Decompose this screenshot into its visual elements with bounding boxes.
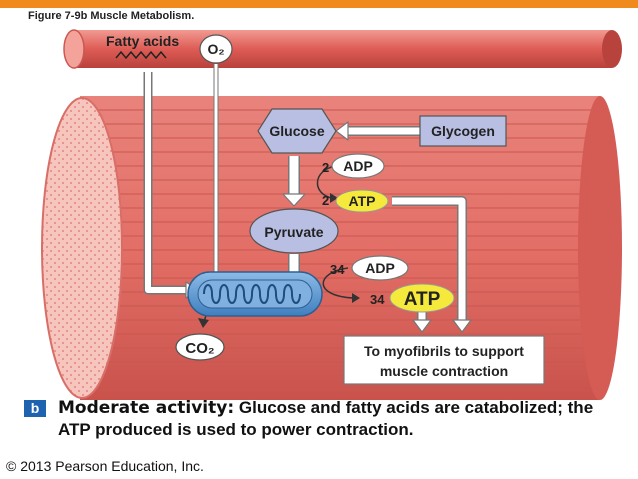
o2-label: O₂ (207, 41, 224, 57)
adp-large-label: ADP (365, 260, 395, 276)
caption-heading: Moderate activity: (58, 398, 235, 418)
atp-large-count: 34 (370, 292, 385, 307)
figure-title: Figure 7-9b Muscle Metabolism. (28, 10, 195, 22)
panel-badge: b (24, 400, 46, 417)
adp-small-count: 2 (322, 160, 329, 175)
atp-small-label: ATP (349, 193, 376, 209)
glucose-label: Glucose (269, 123, 324, 139)
accent-bar (0, 0, 638, 8)
atp-small-count: 2 (322, 193, 329, 208)
adp-small: ADP (331, 153, 385, 179)
fatty-acids-label: Fatty acids (106, 33, 179, 49)
co2-molecule: CO₂ (175, 333, 225, 361)
copyright-notice: © 2013 Pearson Education, Inc. (6, 458, 204, 474)
adp-large: ADP (351, 255, 409, 281)
co2-label: CO₂ (185, 340, 214, 357)
myofibrils-line2: muscle contraction (380, 363, 508, 379)
atp-small: ATP (335, 189, 389, 213)
muscle-metabolism-diagram: Fatty acids O₂ (41, 29, 622, 400)
atp-large-label: ATP (404, 289, 441, 310)
glycogen-node: Glycogen (419, 115, 507, 147)
caption-body: Glucose and fatty acids are catabolized;… (58, 398, 594, 439)
fatty-acid-zigzag (115, 50, 167, 60)
adp-large-count: 34 (330, 262, 345, 277)
glycogen-label: Glycogen (431, 123, 495, 139)
atp-large: ATP (389, 283, 455, 313)
blood-vessel (63, 29, 622, 69)
mitochondrion (187, 271, 323, 317)
glucose-node: Glucose (257, 108, 337, 154)
myofibrils-box: To myofibrils to support muscle contract… (343, 335, 545, 385)
adp-small-label: ADP (343, 158, 373, 174)
pyruvate-label: Pyruvate (264, 224, 323, 240)
pyruvate-node: Pyruvate (249, 208, 339, 254)
myofibrils-line1: To myofibrils to support (364, 343, 524, 359)
o2-molecule: O₂ (199, 34, 233, 64)
caption-text: Moderate activity: Glucose and fatty aci… (58, 397, 628, 441)
